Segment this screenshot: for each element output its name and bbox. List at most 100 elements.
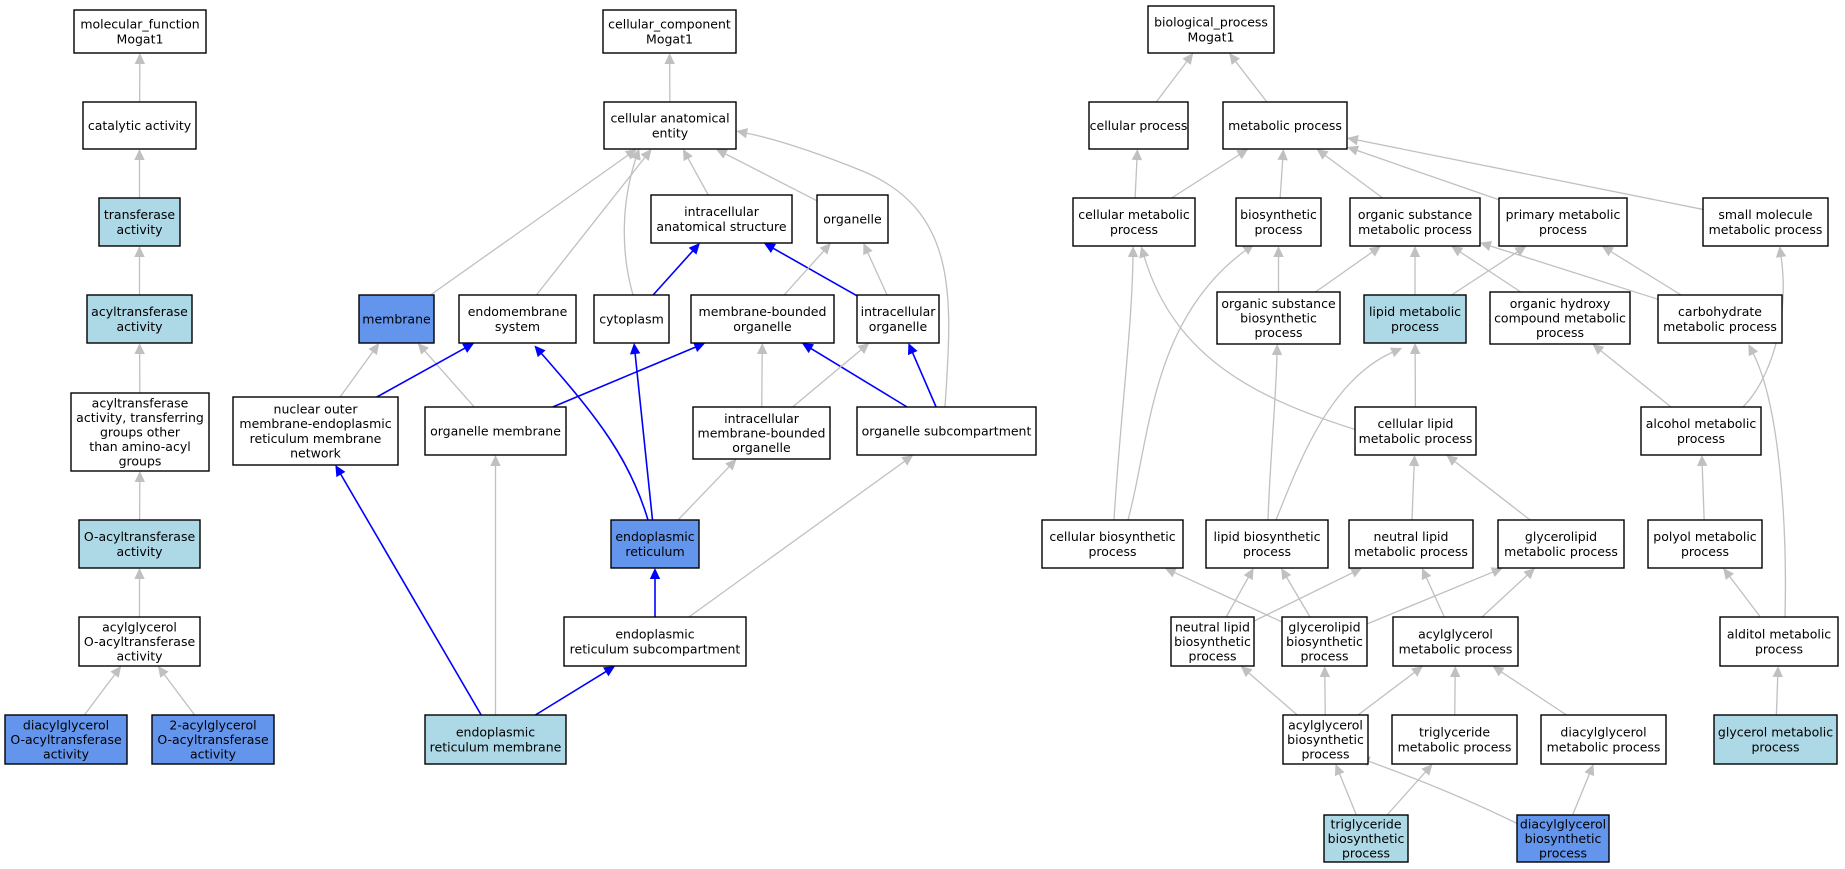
edge-line <box>1742 255 1784 408</box>
node-label-line: groups <box>119 454 162 469</box>
edge-dgbp-to-dgmp <box>1572 764 1595 816</box>
arrowhead <box>1273 246 1284 257</box>
arrowhead <box>1584 764 1595 777</box>
node-label-line: organelle subcompartment <box>862 424 1032 439</box>
node-org-membrane[interactable]: organelle membrane <box>424 406 567 456</box>
node-metabolic-process[interactable]: metabolic process <box>1222 101 1348 150</box>
edge-line <box>1610 250 1682 296</box>
edge-line <box>534 670 608 716</box>
node-label-line: membrane-bounded <box>698 426 826 441</box>
edge-diacylglycerol_oacyl-to-acylglycerol_oacyl <box>83 666 122 716</box>
node-label-line: O-acyltransferase <box>84 529 196 544</box>
node-box <box>358 294 435 344</box>
arrowhead <box>157 666 169 678</box>
arrowhead <box>863 243 873 256</box>
edge-line <box>83 673 116 716</box>
node-cellular-process[interactable]: cellular process <box>1088 101 1189 150</box>
node-membrane[interactable]: membrane <box>358 294 435 344</box>
node-nuclear-outer[interactable]: nuclear outermembrane-endoplasmicreticul… <box>232 396 399 466</box>
arrowhead <box>1349 568 1363 578</box>
node-organelle[interactable]: organelle <box>816 194 889 244</box>
node-box <box>1392 616 1519 667</box>
edge-line <box>1459 250 1522 293</box>
arrowhead <box>756 343 768 355</box>
node-org-subcomp[interactable]: organelle subcompartment <box>856 406 1037 456</box>
edge-line <box>1253 571 1354 622</box>
node-label-line: acyltransferase <box>92 395 189 410</box>
edge-line <box>163 673 196 716</box>
edge-line <box>1315 251 1374 293</box>
arrowhead <box>1449 666 1461 678</box>
arrowhead <box>1347 145 1360 156</box>
edge-line <box>339 473 482 716</box>
arrowhead <box>1421 568 1432 581</box>
node-cytoplasm[interactable]: cytoplasm <box>593 294 670 344</box>
node-box <box>1349 197 1481 247</box>
edge-glbp-to-lbp <box>1281 568 1311 618</box>
arrowhead <box>1592 344 1605 355</box>
arrowhead <box>1131 149 1143 161</box>
edge-clmp-to-cmp <box>1139 246 1361 432</box>
edge-er_subcomp-to-er <box>649 568 661 617</box>
node-label-line: glycerolipid <box>1288 619 1360 634</box>
node-box <box>1498 197 1628 247</box>
arrowhead <box>1389 347 1403 358</box>
edge-line <box>1356 149 1500 201</box>
node-catalytic[interactable]: catalytic activity <box>82 101 197 150</box>
arrowhead <box>1281 568 1292 581</box>
node-label-line: process <box>1677 431 1725 446</box>
node-label-line: reticulum membrane <box>430 739 562 754</box>
node-label-line: glycerolipid <box>1525 529 1597 544</box>
arrowhead <box>640 149 652 161</box>
edge-tgmp-to-agmp <box>1449 666 1461 716</box>
node-label-line: lipid metabolic <box>1369 304 1461 319</box>
edge-line <box>1275 351 1394 521</box>
arrowhead <box>1368 246 1381 257</box>
